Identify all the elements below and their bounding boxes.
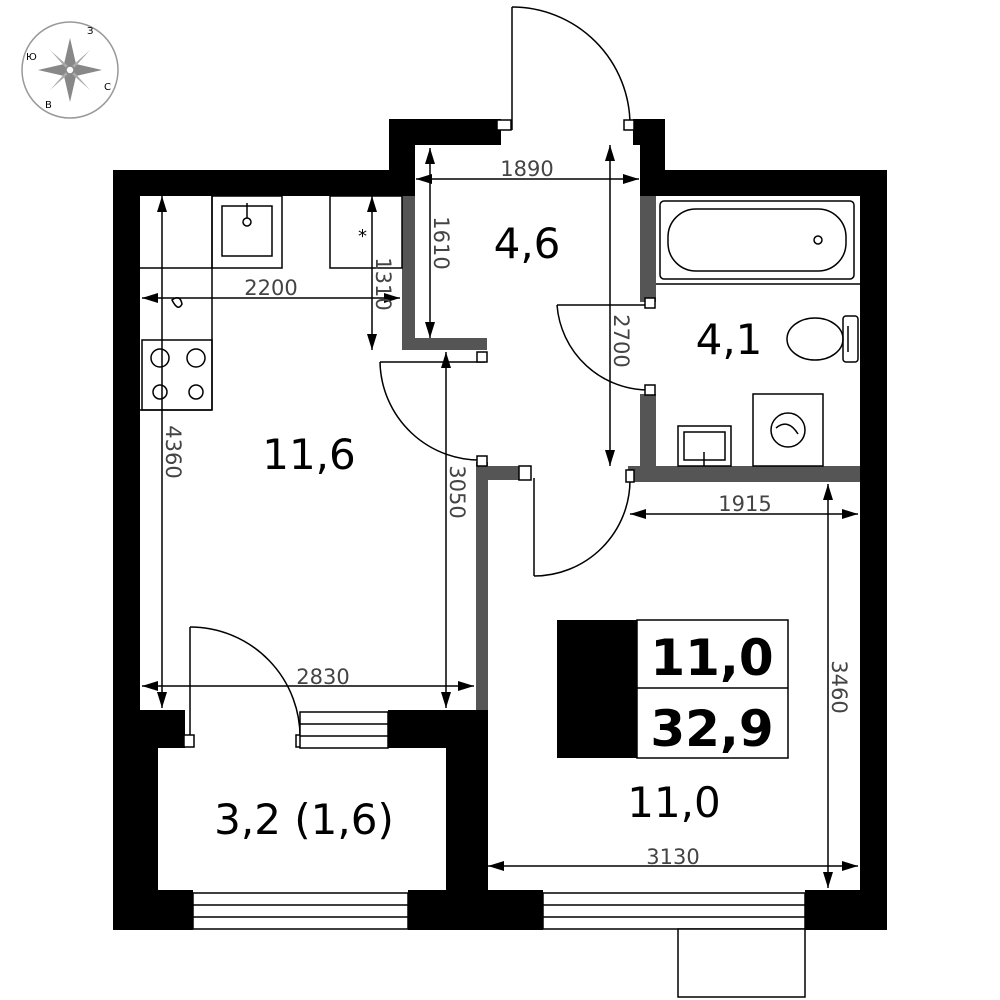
kitchen-fixtures: * (140, 195, 403, 411)
dim-kitchen-partition: 3050 (445, 465, 469, 518)
exterior-walls (113, 119, 887, 930)
washing-machine-icon (752, 393, 824, 467)
dim-hall-length: 2700 (609, 314, 633, 367)
room-area-bathroom: 4,1 (696, 315, 763, 364)
dim-kitchen-counter-depth: 1310 (371, 257, 395, 310)
rooms-count: 1 (575, 663, 618, 736)
compass-north-label: З (87, 26, 93, 37)
windows (192, 711, 806, 998)
living-area: 11,0 (650, 629, 773, 687)
fridge-icon (329, 195, 403, 269)
gas-icon (171, 297, 183, 308)
toilet-icon (842, 315, 859, 363)
dim-kitchen-length: 4360 (161, 425, 185, 478)
dim-room-length: 3460 (827, 660, 851, 713)
dim-kitchen-width: 2830 (296, 665, 349, 689)
dim-hall-width: 1890 (500, 157, 553, 181)
interior-partitions (402, 196, 860, 710)
dim-hall-depth: 1610 (429, 216, 453, 269)
bathroom-fixtures (656, 200, 860, 467)
sink-icon (211, 195, 283, 269)
compass-west-label: Ю (26, 52, 37, 63)
doors (183, 6, 656, 748)
room-area-room: 11,0 (627, 778, 721, 827)
compass-south-label: В (45, 100, 52, 111)
compass-east-label: С (104, 82, 111, 93)
fridge-symbol-icon: * (358, 226, 367, 247)
total-area: 32,9 (650, 700, 773, 758)
compass-rose-icon: З С В Ю (21, 21, 119, 119)
room-area-loggia: 3,2 (1,6) (214, 795, 394, 844)
stove-icon (141, 339, 213, 411)
dim-kitchen-counter-width: 2200 (244, 276, 297, 300)
bathtub-icon (659, 200, 855, 280)
dimension-lines (142, 145, 858, 888)
apartment-summary: 1 11,0 32,9 (557, 619, 789, 759)
dim-bath-width: 1915 (718, 492, 771, 516)
dim-room-width: 3130 (646, 845, 699, 869)
room-area-hallway: 4,6 (494, 219, 561, 268)
room-area-kitchen: 11,6 (262, 430, 356, 479)
